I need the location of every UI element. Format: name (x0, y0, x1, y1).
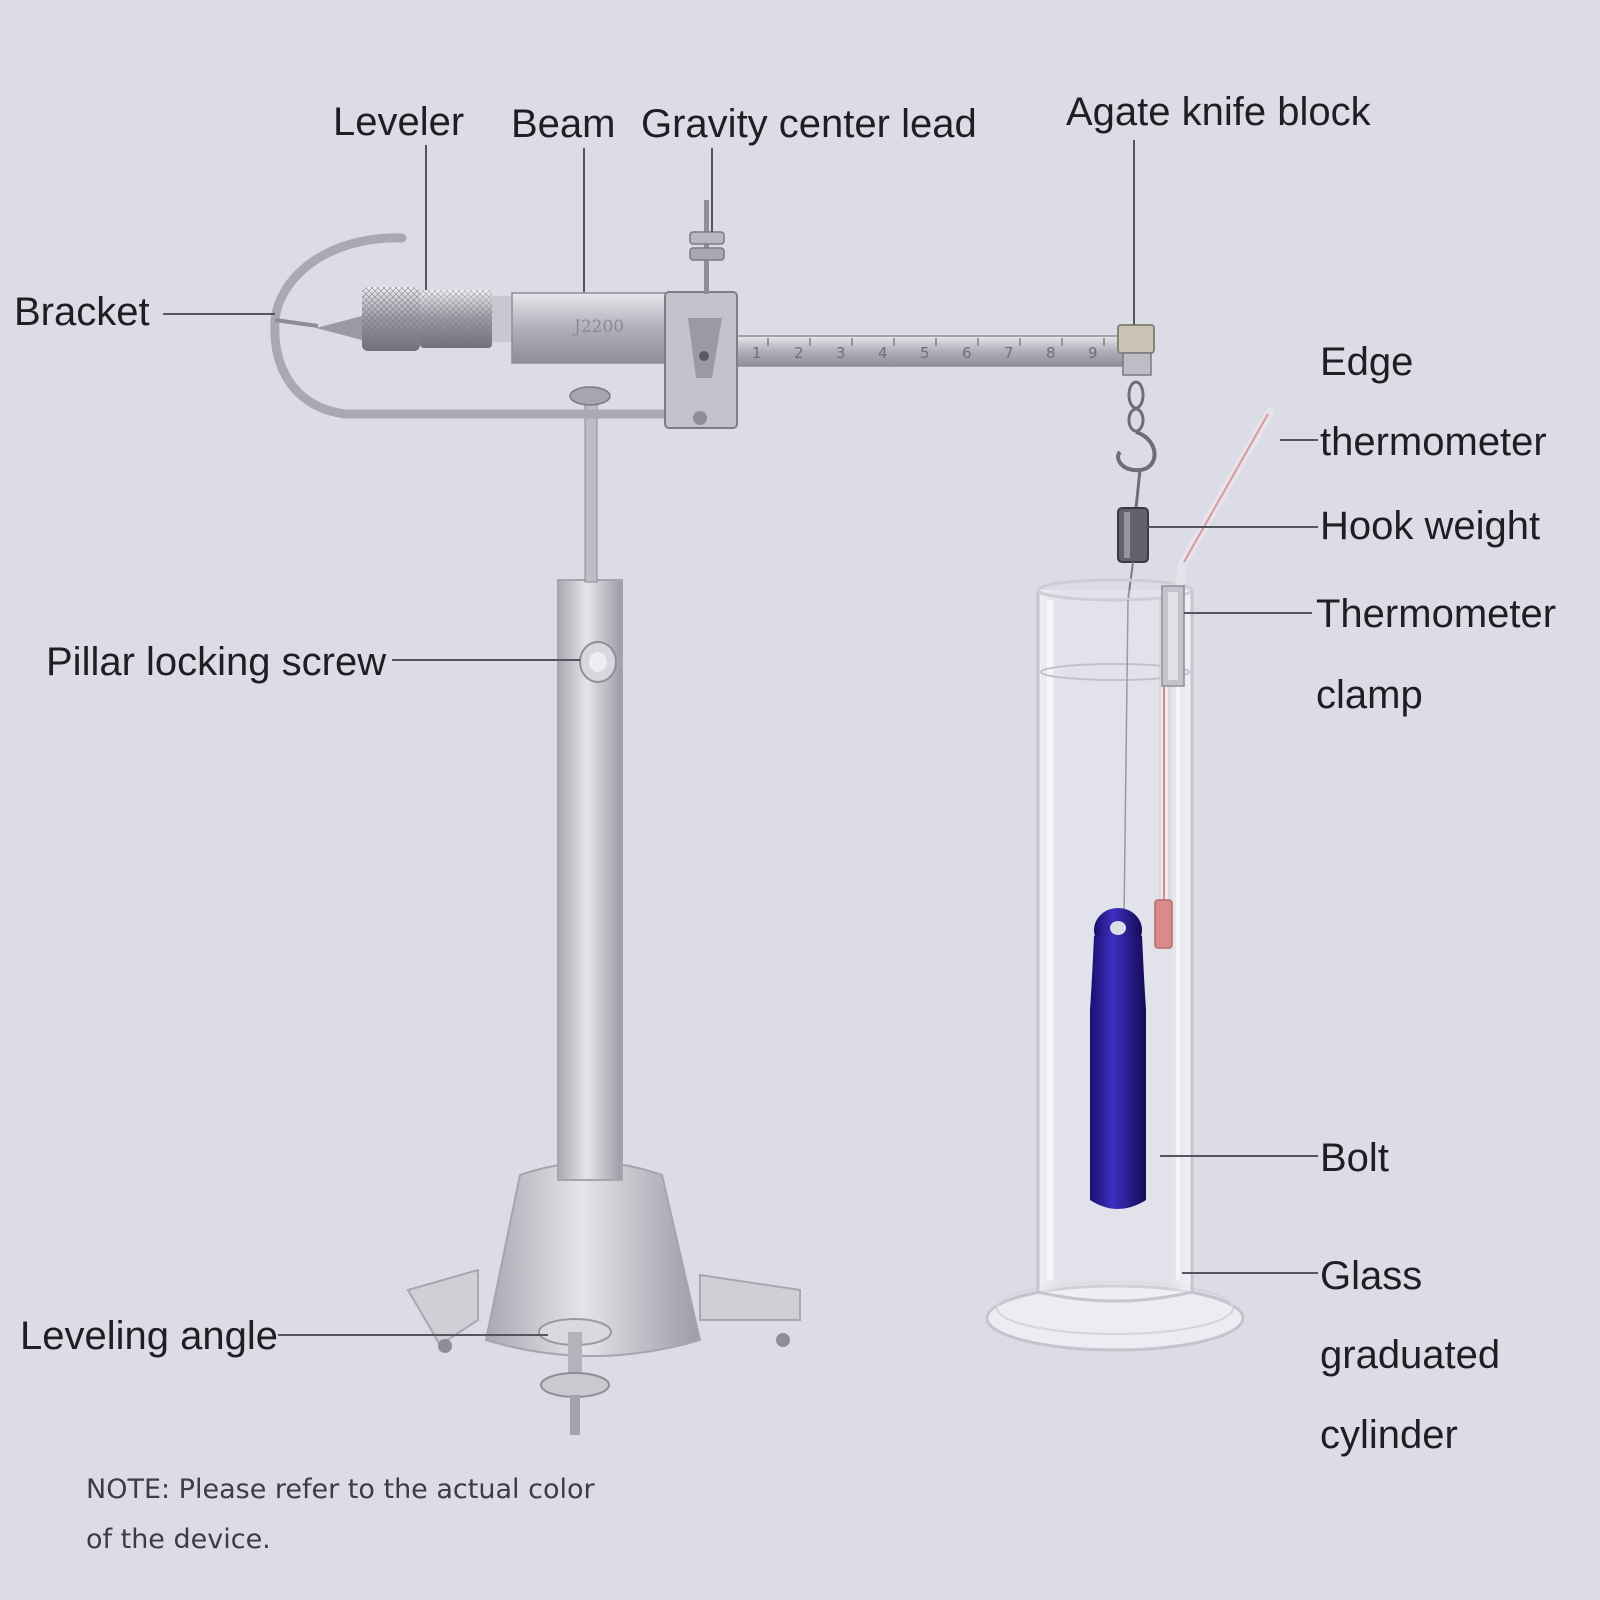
scale-number: 3 (836, 344, 846, 362)
label-edge-thermometer-line1: Edge (1320, 340, 1414, 384)
scale-number: 4 (878, 344, 888, 362)
tripod-base (406, 1161, 801, 1357)
gravity-center-lead (689, 200, 725, 294)
bracket (270, 233, 725, 419)
beam-scale: 1 2 3 4 5 6 7 8 9 (752, 338, 1105, 362)
label-leveling-angle: Leveling angle (20, 1314, 278, 1358)
scale-number: 6 (962, 344, 972, 362)
label-pillar-locking-screw: Pillar locking screw (46, 640, 387, 684)
beam: J2200 1 2 3 4 5 6 7 8 9 (511, 291, 1136, 429)
leader-lines (163, 140, 1318, 1336)
hook-chain (1116, 380, 1157, 509)
label-thermometer-clamp-line2: clamp (1316, 673, 1423, 717)
scale-number: 9 (1088, 344, 1098, 362)
thermometer-clamp (1161, 585, 1185, 687)
note-line2: of the device. (86, 1524, 271, 1555)
hook-weight (1117, 507, 1149, 601)
note-line1: NOTE: Please refer to the actual color (86, 1474, 595, 1505)
label-agate-knife-block: Agate knife block (1066, 90, 1371, 134)
scale-number: 5 (920, 344, 930, 362)
scale-number: 8 (1046, 344, 1056, 362)
label-edge-thermometer-line2: thermometer (1320, 420, 1547, 464)
label-thermometer-clamp-line1: Thermometer (1316, 592, 1557, 636)
label-bolt: Bolt (1320, 1136, 1389, 1180)
label-glass-line1: Glass (1320, 1254, 1423, 1298)
label-gravity-center-lead: Gravity center lead (641, 102, 977, 146)
bolt (1090, 908, 1146, 1209)
leveling-screw (538, 1318, 612, 1435)
pillar-locking-screw (579, 641, 617, 683)
scale-number: 7 (1004, 344, 1014, 362)
agate-knife-block (1117, 324, 1155, 376)
label-glass-line3: cylinder (1320, 1413, 1458, 1457)
label-glass-line2: graduated (1320, 1333, 1501, 1377)
scale-number: 2 (794, 344, 804, 362)
label-bracket: Bracket (14, 290, 150, 334)
leveler (316, 287, 512, 351)
label-hook-weight: Hook weight (1320, 504, 1541, 548)
scale-number: 1 (752, 344, 762, 362)
label-beam: Beam (511, 102, 616, 146)
label-leveler: Leveler (333, 100, 465, 144)
beam-marking: J2200 (572, 317, 624, 337)
